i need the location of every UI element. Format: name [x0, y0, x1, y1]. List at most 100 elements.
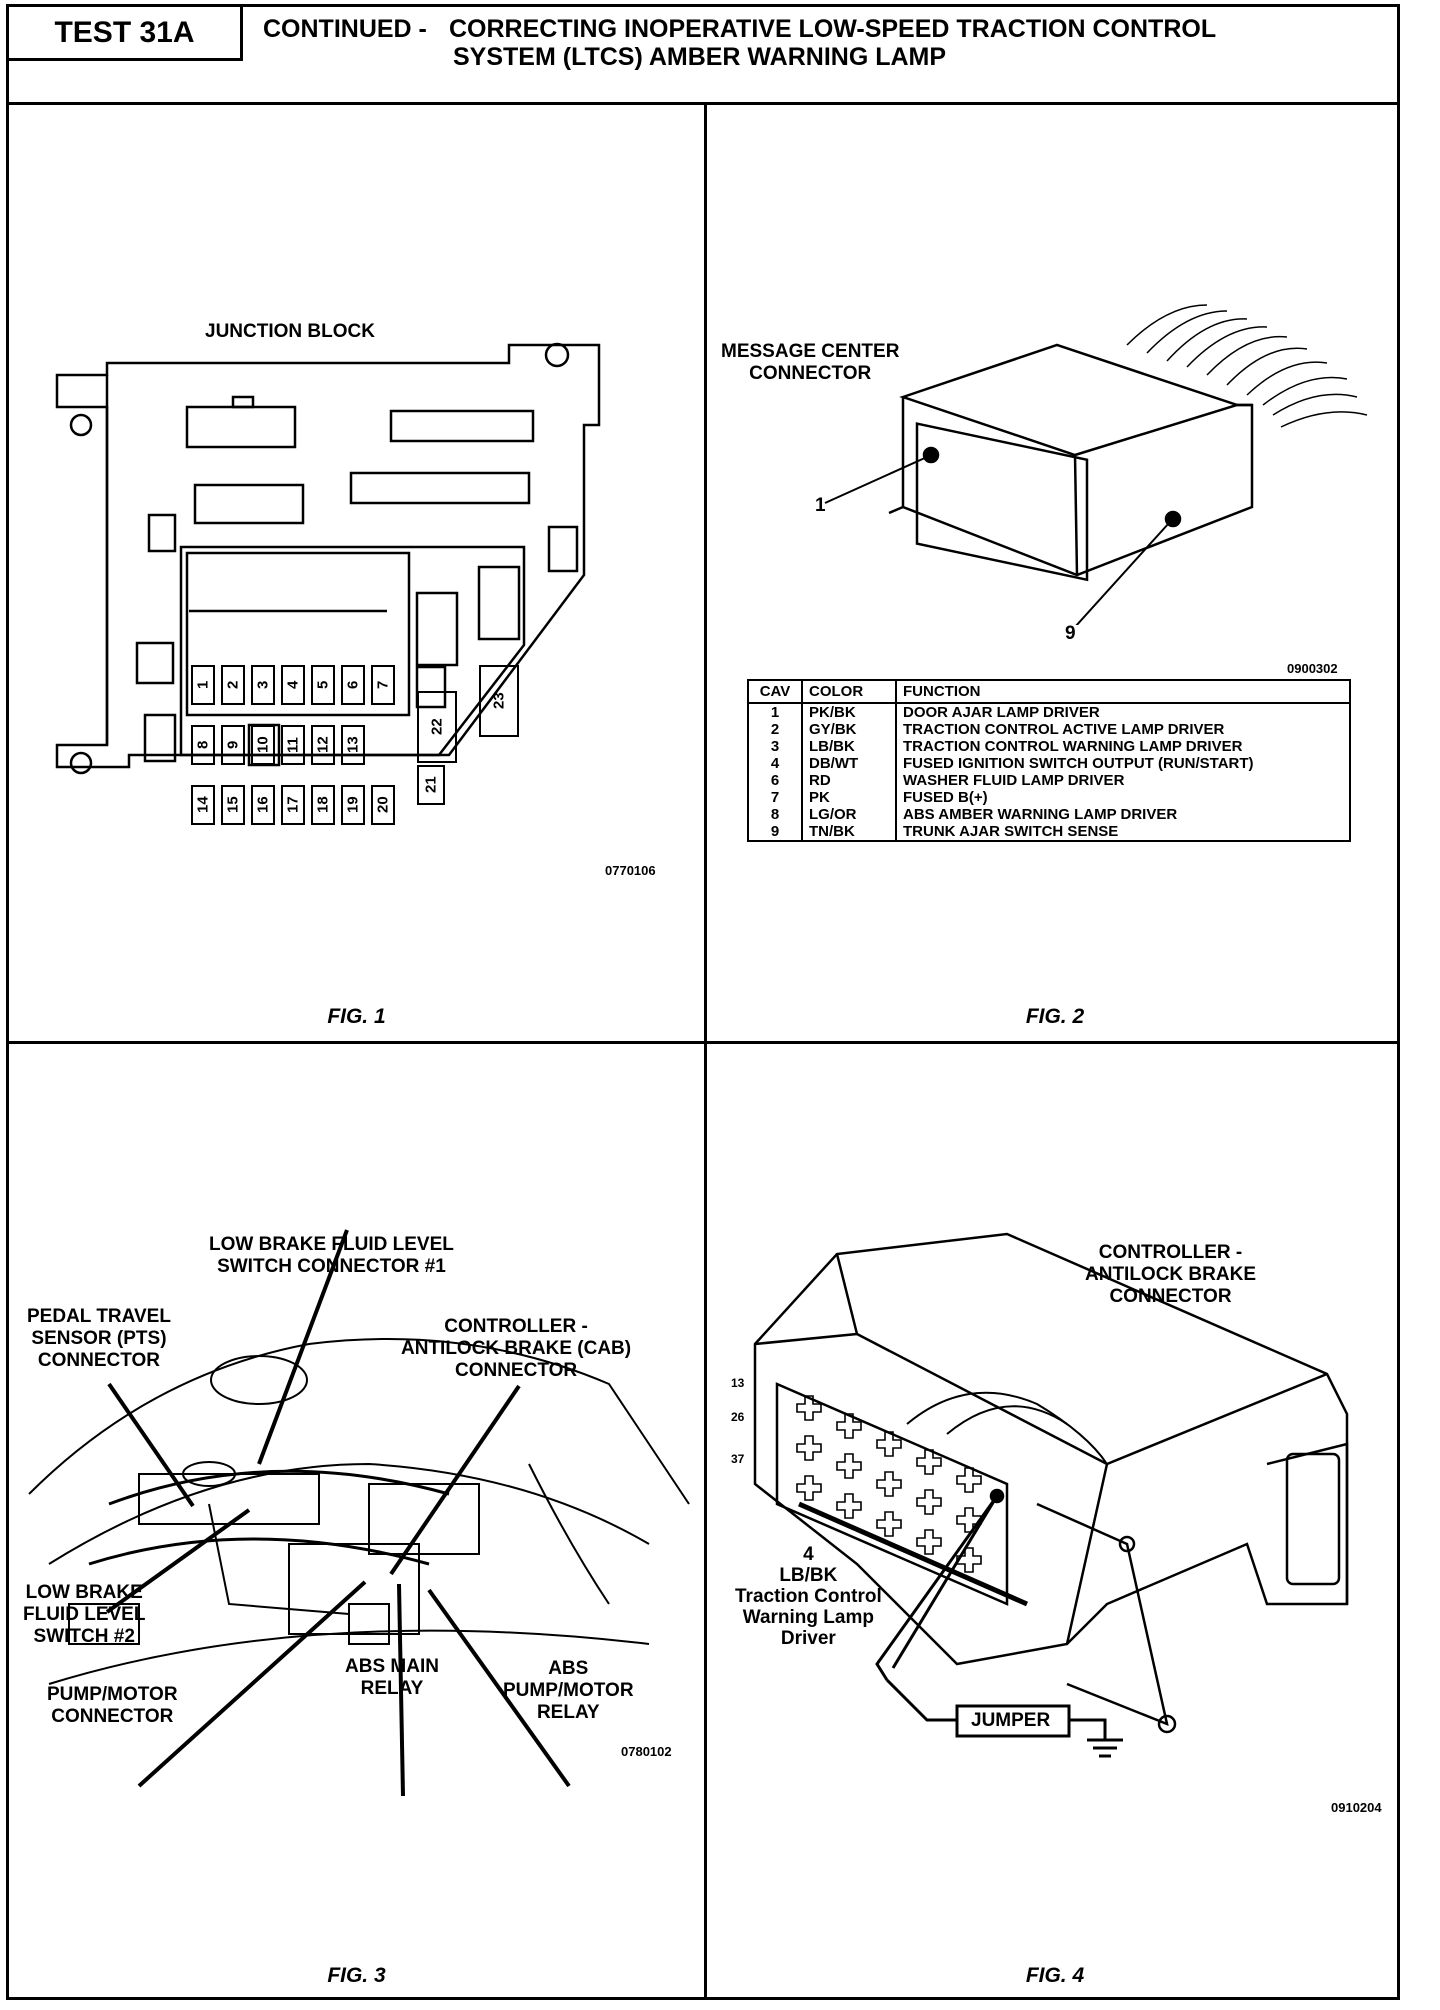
- fig1-code: 0770106: [605, 863, 656, 878]
- abs-main-relay-label: ABS MAIN RELAY: [345, 1656, 439, 1699]
- fuse-cell: 19: [341, 785, 365, 825]
- fuse-cell: 12: [311, 725, 335, 765]
- fuse-cell: 7: [371, 665, 395, 705]
- pin4-label: 4 LB/BK Traction Control Warning Lamp Dr…: [735, 1544, 882, 1649]
- fuse-cell: 14: [191, 785, 215, 825]
- pin-wire-color: PK/BK: [802, 703, 897, 721]
- pin-cavity: 6: [748, 772, 803, 789]
- continued-label: CONTINUED -: [263, 15, 427, 43]
- junction-block-drawing: [55, 342, 601, 775]
- fuse-cell: 13: [341, 725, 365, 765]
- title-line-1: CORRECTING INOPERATIVE LOW-SPEED TRACTIO…: [449, 15, 1217, 43]
- pin1-label: 1: [815, 495, 826, 516]
- panel-divider-vertical: [704, 105, 707, 2000]
- jumper-label: JUMPER: [971, 1710, 1051, 1731]
- fuse-cell: 21: [417, 765, 445, 805]
- pin-wire-color: TN/BK: [802, 823, 897, 841]
- pin-cavity: 1: [748, 703, 803, 721]
- pin-function: WASHER FLUID LAMP DRIVER: [903, 772, 1125, 789]
- pin-cavity: 9: [748, 823, 803, 841]
- message-center-connector-drawing: [824, 304, 1368, 625]
- pinout-header-row: CAV COLOR FUNCTION: [748, 680, 1350, 704]
- fuse-cell: 3: [251, 665, 275, 705]
- fuse-cell: 5: [311, 665, 335, 705]
- pin-wire-color: DB/WT: [802, 755, 897, 772]
- abs-pump-relay-label: ABS PUMP/MOTOR RELAY: [503, 1658, 634, 1723]
- fig4-title: CONTROLLER - ANTILOCK BRAKE CONNECTOR: [1085, 1242, 1256, 1307]
- fig3-code: 0780102: [621, 1744, 672, 1759]
- fuse-cell: 15: [221, 785, 245, 825]
- pin-function: FUSED B(+): [903, 789, 988, 806]
- fuse-cell: 18: [311, 785, 335, 825]
- pin-function: DOOR AJAR LAMP DRIVER: [903, 704, 1100, 721]
- pin-function: TRACTION CONTROL WARNING LAMP DRIVER: [903, 738, 1243, 755]
- pin-cavity: 2: [748, 721, 803, 738]
- pin-cavity: 4: [748, 755, 803, 772]
- fuse-cell: 23: [479, 665, 519, 737]
- header-color: COLOR: [802, 680, 897, 704]
- pin-function: ABS AMBER WARNING LAMP DRIVER: [903, 806, 1178, 823]
- fuse-cell: 2: [221, 665, 245, 705]
- fuse-cell: 20: [371, 785, 395, 825]
- fuse-cell: 6: [341, 665, 365, 705]
- page-title: CORRECTING INOPERATIVE LOW-SPEED TRACTIO…: [449, 15, 1349, 71]
- fuse-cell: 17: [281, 785, 305, 825]
- pin-wire-color: RD: [802, 772, 897, 789]
- pump-motor-connector-label: PUMP/MOTOR CONNECTOR: [47, 1684, 178, 1727]
- pin-wire-color: GY/BK: [802, 721, 897, 738]
- fig3-caption: FIG. 3: [327, 1964, 386, 1987]
- fig4-caption: FIG. 4: [1025, 1964, 1085, 1987]
- cab-connector-label: CONTROLLER - ANTILOCK BRAKE (CAB) CONNEC…: [401, 1316, 632, 1381]
- fuse-cell: 10: [251, 725, 275, 765]
- fuse-cell: 8: [191, 725, 215, 765]
- fuse-cell: 11: [281, 725, 305, 765]
- pin-function: FUSED IGNITION SWITCH OUTPUT (RUN/START): [903, 755, 1254, 772]
- fuse-cell: 16: [251, 785, 275, 825]
- side-num-37: 37: [731, 1452, 745, 1466]
- fig1-title: JUNCTION BLOCK: [205, 321, 375, 342]
- fig2-code: 0900302: [1287, 661, 1338, 676]
- fig2-caption: FIG. 2: [1025, 1005, 1085, 1028]
- header-function: FUNCTION: [896, 680, 1350, 704]
- pin-wire-color: LG/OR: [802, 806, 897, 823]
- fig2-title: MESSAGE CENTER CONNECTOR: [721, 341, 900, 384]
- fuse-cell: 1: [191, 665, 215, 705]
- pin-cavity: 8: [748, 806, 803, 823]
- fig4-code: 0910204: [1331, 1800, 1382, 1815]
- panel-divider-horizontal: [9, 1041, 1397, 1044]
- pin-wire-color: LB/BK: [802, 738, 897, 755]
- low-brake-switch-2-label: LOW BRAKE FLUID LEVEL SWITCH #2: [23, 1582, 146, 1647]
- pin-wire-color: PK: [802, 789, 897, 806]
- pts-connector-label: PEDAL TRAVEL SENSOR (PTS) CONNECTOR: [27, 1306, 171, 1371]
- page-header: TEST 31A CONTINUED - CORRECTING INOPERAT…: [9, 7, 1397, 105]
- fuse-cell: 22: [417, 691, 457, 763]
- pin-function: TRUNK AJAR SWITCH SENSE: [903, 823, 1119, 840]
- header-cav: CAV: [748, 680, 803, 704]
- abs-controller-connector-drawing: [753, 1232, 1349, 1758]
- fuse-cell: 4: [281, 665, 305, 705]
- fig4-panel: CONTROLLER - ANTILOCK BRAKE CONNECTOR: [707, 1044, 1403, 2000]
- fig3-panel: LOW BRAKE FLUID LEVEL SWITCH CONNECTOR #…: [9, 1044, 704, 2000]
- test-id: TEST 31A: [9, 7, 243, 61]
- title-line-2: SYSTEM (LTCS) AMBER WARNING LAMP: [453, 43, 947, 71]
- pin9-label: 9: [1065, 623, 1076, 644]
- pin-function: TRACTION CONTROL ACTIVE LAMP DRIVER: [903, 721, 1225, 738]
- pin-cavity: 3: [748, 738, 803, 755]
- low-brake-switch-1-label: LOW BRAKE FLUID LEVEL SWITCH CONNECTOR #…: [209, 1234, 454, 1277]
- fig1-caption: FIG. 1: [327, 1005, 386, 1028]
- fig1-panel: JUNCTION BLOCK: [9, 105, 704, 1041]
- diagnostic-page: TEST 31A CONTINUED - CORRECTING INOPERAT…: [6, 4, 1400, 2000]
- pin-cavity: 7: [748, 789, 803, 806]
- side-num-26: 26: [731, 1410, 745, 1424]
- fuse-cell: 9: [221, 725, 245, 765]
